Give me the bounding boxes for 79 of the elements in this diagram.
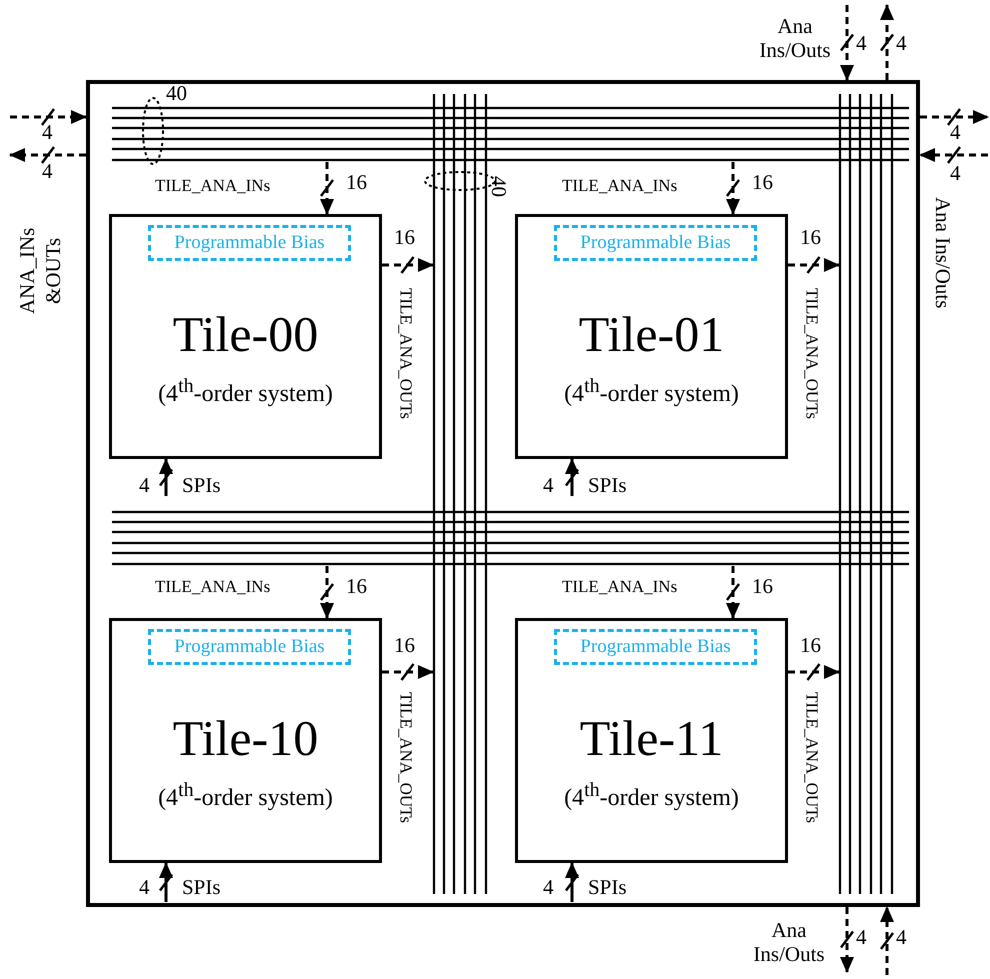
tile-subtitle: (4$^{th}$-order system) bbox=[157, 375, 334, 408]
arrow bbox=[159, 862, 173, 902]
edge-label: TILE_ANA_INs bbox=[155, 578, 270, 597]
bus-lines bbox=[112, 107, 909, 162]
bus-width: 4 bbox=[139, 876, 150, 900]
bus-lines bbox=[112, 511, 909, 566]
dashed-arrow bbox=[320, 566, 334, 619]
dashed-arrow bbox=[920, 110, 989, 124]
bus-lines bbox=[433, 94, 489, 894]
arrow bbox=[565, 458, 579, 496]
edge-label: SPIs bbox=[182, 474, 221, 498]
bias-block: Programmable Bias bbox=[148, 629, 351, 665]
edge-label: TILE_ANA_INs bbox=[562, 578, 678, 597]
dashed-arrow bbox=[726, 566, 740, 619]
bus-width: 4 bbox=[856, 32, 866, 56]
bus-width: 16 bbox=[752, 575, 773, 598]
tile-subtitle: (4$^{th}$-order system) bbox=[563, 779, 740, 812]
bus-width: 16 bbox=[752, 171, 773, 194]
chip-outline bbox=[86, 80, 920, 907]
tile-title: Tile-10 bbox=[172, 711, 320, 766]
bus-width: 4 bbox=[543, 474, 554, 498]
dashed-arrow bbox=[9, 148, 86, 162]
edge-label: TILE_ANA_OUTs bbox=[802, 692, 821, 824]
edge-label: TILE_ANA_OUTs bbox=[396, 692, 415, 824]
bus-width: 16 bbox=[800, 226, 821, 250]
edge-label: SPIs bbox=[182, 876, 221, 900]
bus-width: 4 bbox=[950, 121, 960, 144]
edge-label: TILE_ANA_INs bbox=[562, 177, 678, 196]
bus-width: 16 bbox=[800, 634, 821, 658]
dashed-arrow bbox=[10, 110, 87, 124]
dashed-arrow bbox=[919, 148, 988, 162]
dashed-arrow bbox=[840, 5, 854, 81]
dashed-arrow bbox=[320, 162, 334, 215]
dashed-arrow bbox=[788, 258, 840, 272]
tile-title: Tile-11 bbox=[578, 711, 724, 766]
bus-lines bbox=[839, 94, 895, 894]
bus-width: 16 bbox=[394, 226, 415, 250]
bus-width: 16 bbox=[394, 634, 415, 658]
tile-title: Tile-00 bbox=[172, 307, 320, 362]
tile-box bbox=[109, 618, 382, 863]
bus-width: 4 bbox=[543, 876, 554, 900]
port-label: Ana Ins/Outs bbox=[930, 196, 956, 311]
bus-width: 4 bbox=[896, 32, 906, 56]
tile-box bbox=[515, 214, 788, 459]
bus-width: 4 bbox=[42, 121, 52, 144]
arrow bbox=[565, 862, 579, 902]
tile-title: Tile-01 bbox=[578, 307, 726, 362]
tile-box bbox=[515, 618, 788, 863]
port-label: Ana Ins/Outs bbox=[752, 918, 826, 966]
bus-width: 16 bbox=[346, 171, 367, 194]
dashed-arrow bbox=[840, 907, 854, 973]
bus-width: 40 bbox=[166, 82, 187, 106]
bus-width: 4 bbox=[139, 474, 150, 498]
bus-width: 4 bbox=[42, 160, 52, 184]
tile-subtitle: (4$^{th}$-order system) bbox=[157, 779, 334, 812]
tile-box bbox=[109, 214, 382, 459]
bus-width: 4 bbox=[856, 926, 866, 950]
bias-block: Programmable Bias bbox=[554, 629, 757, 665]
dashed-arrow bbox=[726, 162, 740, 215]
dashed-arrow bbox=[880, 906, 894, 975]
edge-label: SPIs bbox=[588, 876, 627, 900]
bus-width: 4 bbox=[896, 926, 906, 950]
dashed-arrow bbox=[788, 665, 840, 679]
dashed-arrow bbox=[382, 258, 434, 272]
bias-block: Programmable Bias bbox=[148, 225, 351, 261]
edge-label: TILE_ANA_OUTs bbox=[802, 288, 821, 420]
edge-label: TILE_ANA_INs bbox=[155, 177, 270, 196]
edge-label: SPIs bbox=[588, 474, 627, 498]
bus-width: 40 bbox=[487, 176, 510, 197]
bus-width: 4 bbox=[950, 162, 960, 186]
port-label: ANA_INs &OUTs bbox=[14, 226, 66, 316]
dashed-arrow bbox=[880, 4, 894, 80]
bias-block: Programmable Bias bbox=[554, 225, 757, 261]
edge-label: TILE_ANA_OUTs bbox=[396, 288, 415, 420]
arrow bbox=[159, 458, 173, 496]
bus-width: 16 bbox=[346, 575, 367, 598]
port-label: Ana Ins/Outs bbox=[758, 14, 832, 62]
dashed-arrow bbox=[382, 665, 434, 679]
tile-subtitle: (4$^{th}$-order system) bbox=[563, 375, 740, 408]
